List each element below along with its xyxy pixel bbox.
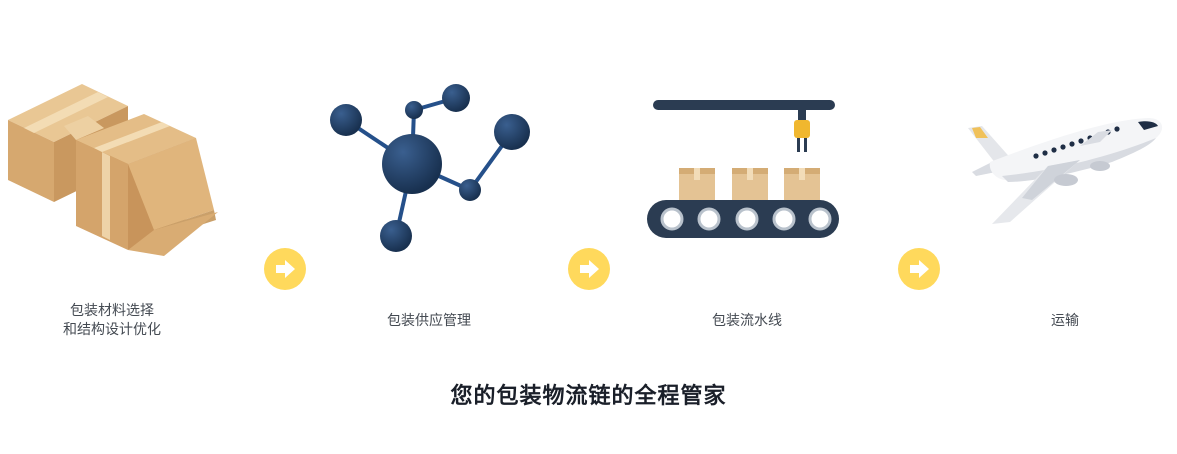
- arrow-right-icon: [264, 248, 306, 290]
- step-label-line: 运输: [1051, 313, 1079, 329]
- step-label-line: 包装材料选择: [70, 303, 154, 319]
- cardboard-boxes-icon: [8, 84, 218, 256]
- network-nodes-icon: [330, 84, 530, 252]
- arrow-right-icon: [568, 248, 610, 290]
- step-label-line: 包装供应管理: [387, 313, 471, 329]
- step-label-supply: 包装供应管理: [319, 312, 539, 331]
- step-label-transport: 运输: [955, 312, 1175, 331]
- step-label-line: 和结构设计优化: [63, 322, 161, 338]
- arrow-right-icon: [898, 248, 940, 290]
- step-label-assembly-line: 包装流水线: [637, 312, 857, 331]
- page-headline: 您的包装物流链的全程管家: [450, 384, 727, 409]
- step-label-materials: 包装材料选择 和结构设计优化: [2, 302, 222, 340]
- airplane-icon: [968, 118, 1163, 224]
- step-label-line: 包装流水线: [712, 313, 782, 329]
- conveyor-belt-icon: [647, 100, 839, 238]
